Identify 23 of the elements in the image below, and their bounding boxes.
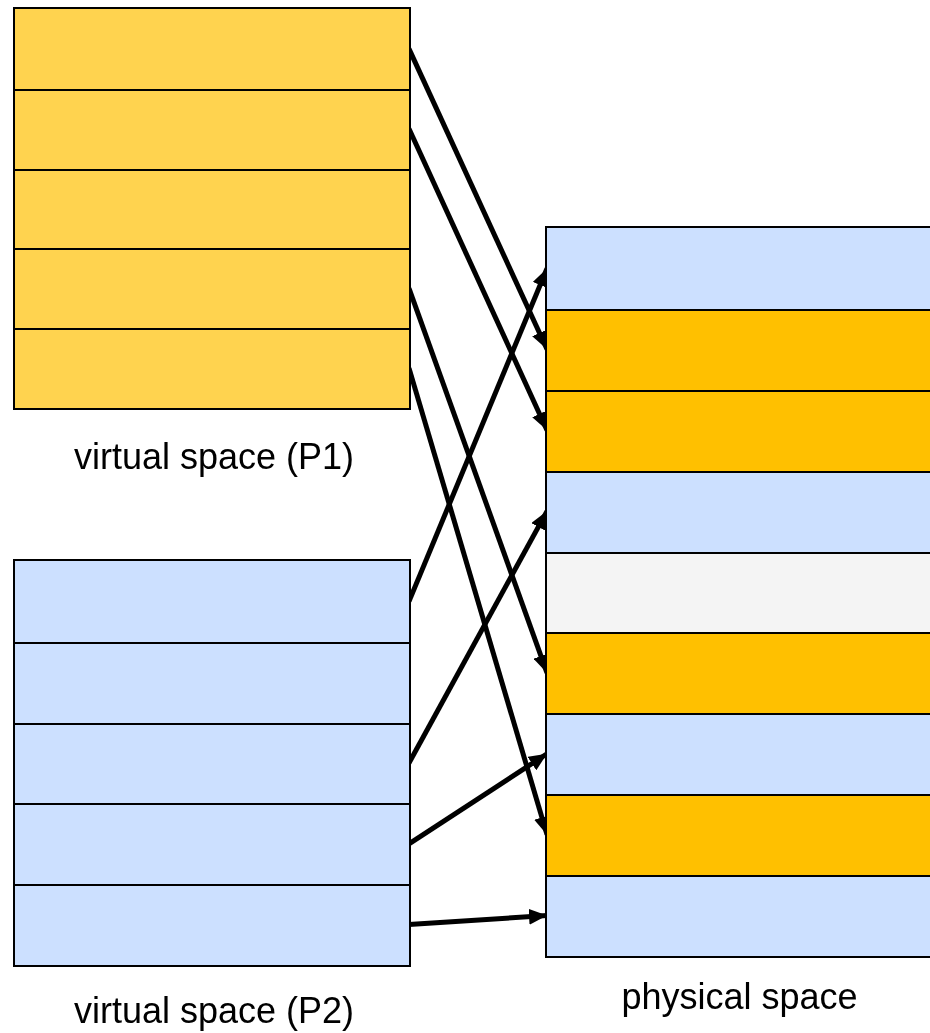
block-caption: virtual space (P2) xyxy=(74,990,355,1032)
memory-page-row xyxy=(547,632,930,714)
block-caption: physical space xyxy=(621,976,858,1018)
memory-page-row xyxy=(547,875,930,956)
memory-page-row xyxy=(15,248,409,329)
memory-page-row xyxy=(547,308,930,390)
memory-page-row xyxy=(15,561,409,642)
memory-page-row xyxy=(547,713,930,795)
arrow xyxy=(408,908,548,928)
memory-page-row xyxy=(15,641,409,723)
memory-page-row xyxy=(15,884,409,965)
memory-page-row xyxy=(547,794,930,876)
memory-page-row xyxy=(547,389,930,471)
memory-page-row xyxy=(15,168,409,249)
block-caption: virtual space (P1) xyxy=(74,436,355,478)
memory-page-row xyxy=(15,88,409,169)
memory-page-row xyxy=(547,470,930,552)
memory-page-row xyxy=(15,328,409,408)
memory-page-row xyxy=(15,9,409,89)
memory-page-row xyxy=(15,803,409,885)
memory-page-row xyxy=(15,722,409,804)
memory-page-row xyxy=(547,228,930,309)
memory-page-row xyxy=(547,551,930,633)
